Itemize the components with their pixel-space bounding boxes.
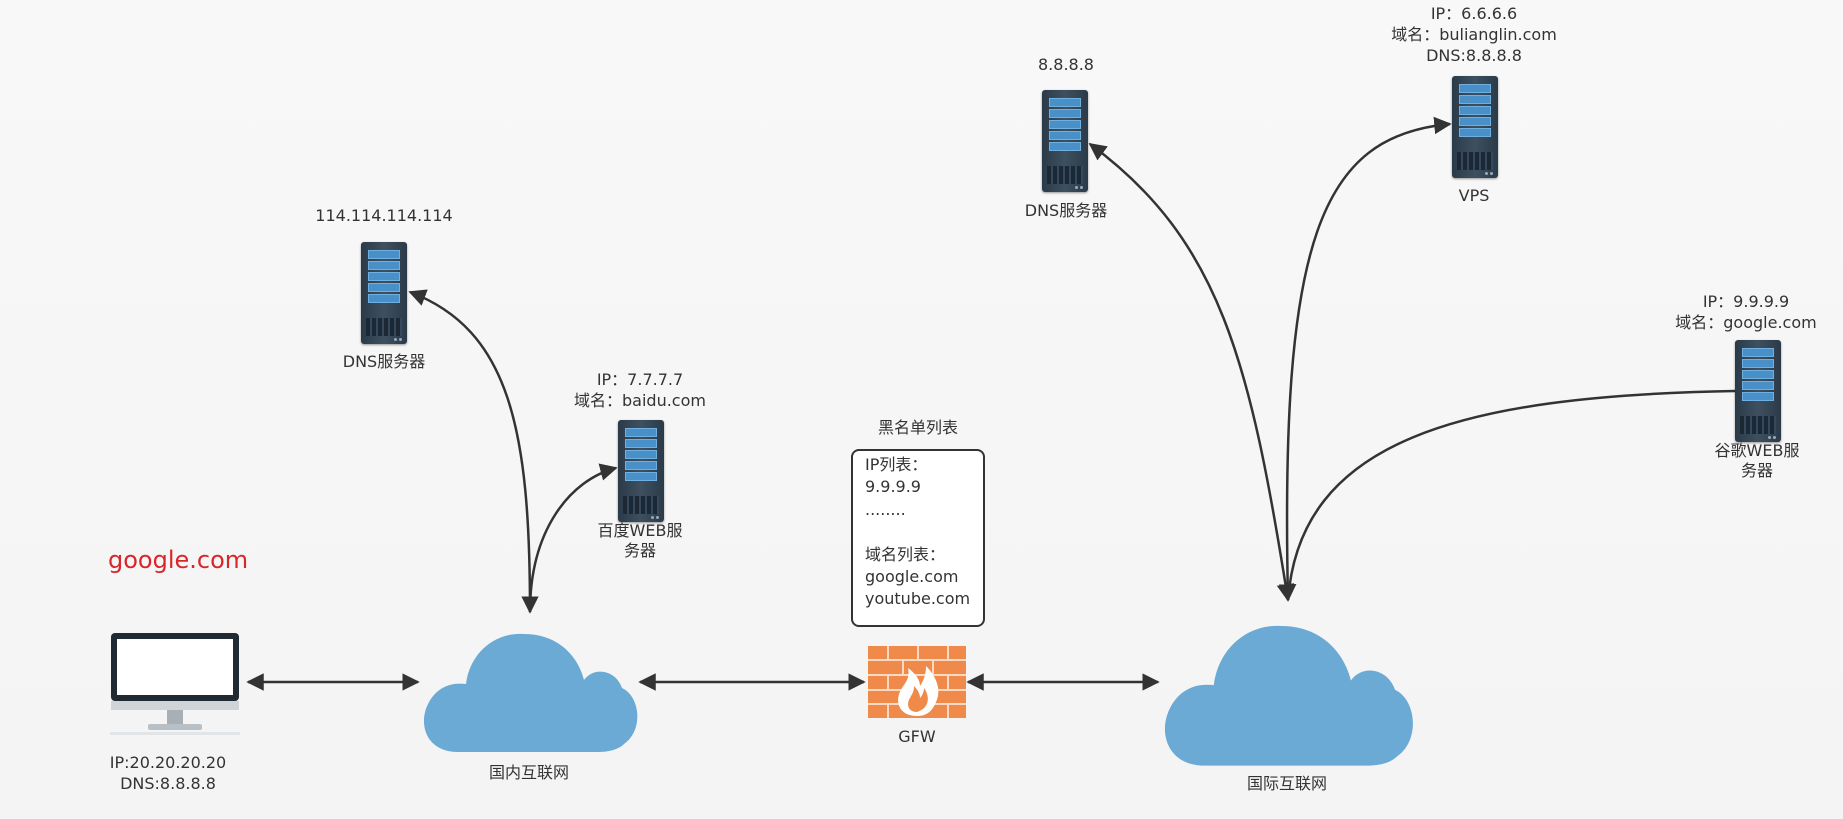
blacklist-title: 黑名单列表: [877, 418, 958, 437]
gfw-firewall: [868, 646, 966, 718]
google-label-1: 谷歌WEB服: [1714, 441, 1800, 460]
arrow-google-international: [1286, 389, 1736, 601]
monitor-icon: [110, 633, 240, 735]
blacklist-line: 域名列表：: [865, 544, 946, 564]
arrow-domestic-dns: [408, 289, 539, 614]
blacklist-line: youtube.com: [865, 589, 971, 609]
baidu-label-2: 务器: [623, 541, 656, 560]
blacklist-box: IP列表： 9.9.9.9 ........ 域名列表： google.com …: [851, 449, 985, 631]
dns-domestic-ip: 114.114.114.114: [315, 206, 453, 225]
arrow-domestic-baidu: [528, 463, 618, 613]
dns-domestic-label: DNS服务器: [342, 352, 426, 371]
blacklist-line: IP列表：: [865, 455, 928, 474]
international-internet-cloud: [1158, 600, 1416, 768]
arrow-international-vps: [1278, 116, 1452, 602]
google-ip: IP：9.9.9.9: [1702, 292, 1790, 311]
dns-international-ip: 8.8.8.8: [1038, 55, 1094, 74]
client-ip: IP:20.20.20.20: [109, 753, 227, 772]
client-computer: [110, 632, 240, 736]
vps-ip: IP：6.6.6.6: [1430, 4, 1518, 23]
google-domain: 域名：google.com: [1675, 313, 1817, 332]
firewall-icon: [868, 646, 966, 718]
baidu-label-1: 百度WEB服: [597, 521, 683, 540]
blacklist-line: ........: [865, 499, 906, 519]
server-icon: [618, 420, 664, 522]
blacklist-line: 9.9.9.9: [865, 477, 921, 497]
vps-label: VPS: [1458, 186, 1490, 205]
blacklist-line: google.com: [865, 566, 959, 586]
vps-dns: DNS:8.8.8.8: [1426, 46, 1522, 65]
server-icon: [1735, 340, 1781, 442]
cloud-icon: [423, 633, 638, 752]
domestic-internet-label: 国内互联网: [488, 763, 569, 782]
server-icon: [1042, 90, 1088, 192]
server-icon: [361, 242, 407, 344]
search-term: google.com: [108, 546, 249, 574]
client-dns: DNS:8.8.8.8: [120, 774, 216, 793]
gfw-label: GFW: [898, 727, 936, 746]
dns-international-label: DNS服务器: [1024, 201, 1108, 220]
vps-domain: 域名：bulianglin.com: [1391, 25, 1557, 44]
baidu-domain: 域名：baidu.com: [574, 391, 706, 410]
arrow-international-dns: [1088, 142, 1295, 602]
baidu-ip: IP：7.7.7.7: [596, 370, 684, 389]
google-label-2: 务器: [1740, 461, 1773, 480]
international-internet-label: 国际互联网: [1246, 774, 1327, 793]
domestic-internet-cloud: [418, 612, 640, 754]
blacklist-line: [865, 521, 971, 543]
blacklist-line: .......: [865, 611, 901, 631]
cloud-icon: [1164, 625, 1413, 766]
server-icon: [1452, 76, 1498, 178]
